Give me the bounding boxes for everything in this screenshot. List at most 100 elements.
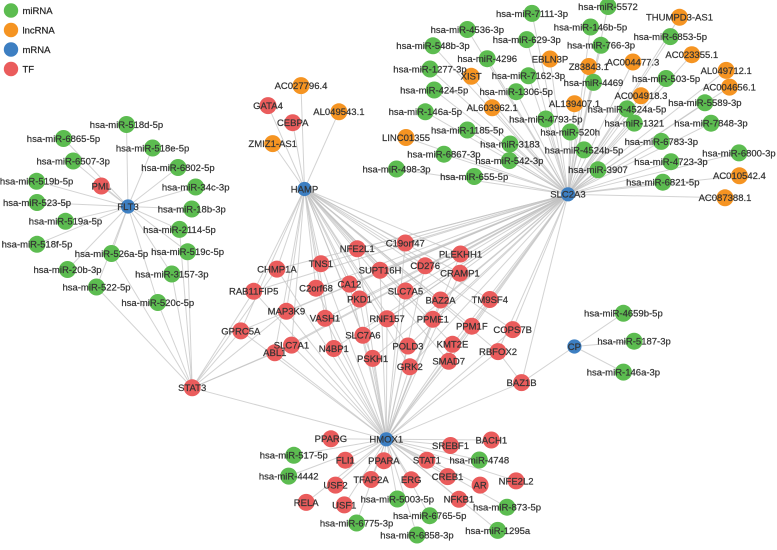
svg-text:TFAP2A: TFAP2A <box>353 475 389 486</box>
svg-text:CEBPA: CEBPA <box>277 118 309 129</box>
svg-text:ZMIZ1-AS1: ZMIZ1-AS1 <box>248 139 297 150</box>
svg-text:CD276: CD276 <box>410 261 440 272</box>
svg-text:hsa-miR-4442: hsa-miR-4442 <box>259 472 319 483</box>
svg-text:CHMP1A: CHMP1A <box>257 265 297 276</box>
svg-text:hsa-miR-523-5p: hsa-miR-523-5p <box>3 198 71 209</box>
svg-text:hsa-miR-18b-3p: hsa-miR-18b-3p <box>158 204 226 215</box>
svg-text:hsa-miR-3157-3p: hsa-miR-3157-3p <box>135 269 208 280</box>
svg-text:hsa-miR-4748: hsa-miR-4748 <box>449 455 509 466</box>
svg-text:TNS1: TNS1 <box>309 259 333 270</box>
svg-text:hsa-miR-5572: hsa-miR-5572 <box>578 2 638 13</box>
svg-text:hsa-miR-3907: hsa-miR-3907 <box>568 165 628 176</box>
svg-text:PPARG: PPARG <box>315 434 348 445</box>
svg-text:FLT3: FLT3 <box>117 202 138 213</box>
svg-text:PML: PML <box>92 181 112 192</box>
svg-text:PPM1F: PPM1F <box>456 322 488 333</box>
svg-text:FLI1: FLI1 <box>336 456 355 467</box>
svg-text:hsa-miR-519c-5p: hsa-miR-519c-5p <box>151 247 224 258</box>
svg-text:EBLN3P: EBLN3P <box>532 54 568 65</box>
svg-text:hsa-miR-6821-5p: hsa-miR-6821-5p <box>626 178 699 189</box>
svg-text:hsa-miR-6765-5p: hsa-miR-6765-5p <box>393 511 466 522</box>
svg-text:hsa-miR-34c-3p: hsa-miR-34c-3p <box>162 182 230 193</box>
svg-text:hsa-miR-542-3p: hsa-miR-542-3p <box>475 156 543 167</box>
svg-text:hsa-miR-146b-5p: hsa-miR-146b-5p <box>554 22 627 33</box>
svg-text:hsa-miR-629-3p: hsa-miR-629-3p <box>493 35 561 46</box>
svg-text:hsa-miR-873-5p: hsa-miR-873-5p <box>473 503 541 514</box>
svg-text:USF1: USF1 <box>332 500 356 511</box>
svg-text:AC010542.4: AC010542.4 <box>713 171 766 182</box>
svg-text:SLC7A6: SLC7A6 <box>345 331 380 342</box>
svg-text:RNF157: RNF157 <box>369 314 404 325</box>
svg-text:hsa-miR-5003-5p: hsa-miR-5003-5p <box>361 494 434 505</box>
svg-text:AC027796.4: AC027796.4 <box>275 81 328 92</box>
svg-text:AL139407.1: AL139407.1 <box>549 99 600 110</box>
svg-text:hsa-miR-4469: hsa-miR-4469 <box>564 78 624 89</box>
svg-text:hsa-miR-6853-5p: hsa-miR-6853-5p <box>634 32 707 43</box>
svg-text:HMOX1: HMOX1 <box>369 435 403 446</box>
svg-text:mRNA: mRNA <box>23 45 52 56</box>
svg-text:hsa-miR-4296: hsa-miR-4296 <box>457 54 517 65</box>
svg-text:hsa-miR-2114-5p: hsa-miR-2114-5p <box>143 225 216 236</box>
svg-text:AC023355.1: AC023355.1 <box>665 50 718 61</box>
svg-text:GRK2: GRK2 <box>397 362 423 373</box>
svg-text:PPARA: PPARA <box>368 456 400 467</box>
svg-text:CREB1: CREB1 <box>432 472 464 483</box>
svg-text:TF: TF <box>23 65 35 76</box>
svg-text:hsa-miR-146a-3p: hsa-miR-146a-3p <box>587 368 660 379</box>
svg-text:lncRNA: lncRNA <box>23 26 56 37</box>
svg-text:hsa-miR-5589-3p: hsa-miR-5589-3p <box>668 98 741 109</box>
svg-text:TM9SF4: TM9SF4 <box>472 295 508 306</box>
svg-text:hsa-miR-3183: hsa-miR-3183 <box>480 139 540 150</box>
svg-text:hsa-miR-7848-3p: hsa-miR-7848-3p <box>674 119 747 130</box>
svg-text:hsa-miR-4659b-5p: hsa-miR-4659b-5p <box>584 309 663 320</box>
svg-text:hsa-miR-7162-3p: hsa-miR-7162-3p <box>492 71 565 82</box>
svg-text:hsa-miR-520h: hsa-miR-520h <box>540 127 600 138</box>
svg-text:hsa-miR-6867-3p: hsa-miR-6867-3p <box>407 150 480 161</box>
svg-text:POLD3: POLD3 <box>392 341 423 352</box>
svg-text:PKD1: PKD1 <box>347 294 372 305</box>
svg-text:hsa-miR-6507-3p: hsa-miR-6507-3p <box>36 156 109 167</box>
svg-text:hsa-miR-6783-3p: hsa-miR-6783-3p <box>625 137 698 148</box>
svg-text:hsa-miR-7111-3p: hsa-miR-7111-3p <box>496 9 568 20</box>
svg-text:CRAMP1: CRAMP1 <box>440 269 480 280</box>
svg-text:SUPT16H: SUPT16H <box>359 266 402 277</box>
svg-text:hsa-miR-4793-5p: hsa-miR-4793-5p <box>509 114 582 125</box>
svg-text:hsa-miR-517-5p: hsa-miR-517-5p <box>260 451 328 462</box>
svg-text:NFE2L1: NFE2L1 <box>340 244 375 255</box>
svg-text:hsa-miR-526a-5p: hsa-miR-526a-5p <box>75 249 148 260</box>
svg-text:GPRC5A: GPRC5A <box>221 326 261 337</box>
svg-text:USF2: USF2 <box>323 481 347 492</box>
svg-text:hsa-miR-5187-3p: hsa-miR-5187-3p <box>597 337 670 348</box>
svg-text:hsa-miR-4536-3p: hsa-miR-4536-3p <box>431 25 504 36</box>
svg-text:hsa-miR-20b-3p: hsa-miR-20b-3p <box>33 265 101 276</box>
svg-text:COPS7B: COPS7B <box>493 325 532 336</box>
svg-text:hsa-miR-1306-5p: hsa-miR-1306-5p <box>479 87 552 98</box>
svg-text:hsa-miR-1295a: hsa-miR-1295a <box>465 526 531 537</box>
svg-text:hsa-miR-6802-5p: hsa-miR-6802-5p <box>141 163 214 174</box>
svg-text:hsa-miR-548b-3p: hsa-miR-548b-3p <box>396 41 469 52</box>
svg-text:SLC2A3: SLC2A3 <box>550 190 585 201</box>
svg-text:NFE2L2: NFE2L2 <box>499 476 534 487</box>
svg-text:CP: CP <box>568 342 581 353</box>
svg-text:Z83843.1: Z83843.1 <box>569 62 609 73</box>
svg-text:hsa-miR-519a-5p: hsa-miR-519a-5p <box>29 217 102 228</box>
svg-text:hsa-miR-518f-5p: hsa-miR-518f-5p <box>2 240 73 251</box>
svg-text:XIST: XIST <box>461 72 482 83</box>
svg-text:GATA4: GATA4 <box>253 101 283 112</box>
svg-text:AC004656.1: AC004656.1 <box>703 83 756 94</box>
svg-text:hsa-miR-503-5p: hsa-miR-503-5p <box>632 74 700 85</box>
svg-text:HAMP: HAMP <box>291 184 318 195</box>
svg-text:hsa-miR-4524a-5p: hsa-miR-4524a-5p <box>588 104 667 115</box>
svg-text:hsa-miR-1277-3p: hsa-miR-1277-3p <box>393 64 466 75</box>
svg-text:AL049712.1: AL049712.1 <box>701 66 752 77</box>
svg-text:hsa-miR-1321: hsa-miR-1321 <box>604 119 664 130</box>
svg-text:AC087388.1: AC087388.1 <box>699 193 752 204</box>
svg-text:hsa-miR-4524b-5p: hsa-miR-4524b-5p <box>545 145 624 156</box>
svg-text:PSKH1: PSKH1 <box>357 354 388 365</box>
svg-text:hsa-miR-518d-5p: hsa-miR-518d-5p <box>90 120 163 131</box>
svg-text:hsa-miR-1185-5p: hsa-miR-1185-5p <box>431 125 504 136</box>
svg-text:hsa-miR-4723-3p: hsa-miR-4723-3p <box>634 157 707 168</box>
svg-text:ERG: ERG <box>401 475 422 486</box>
svg-text:hsa-miR-766-3p: hsa-miR-766-3p <box>567 41 635 52</box>
svg-text:hsa-miR-424-5p: hsa-miR-424-5p <box>400 85 468 96</box>
